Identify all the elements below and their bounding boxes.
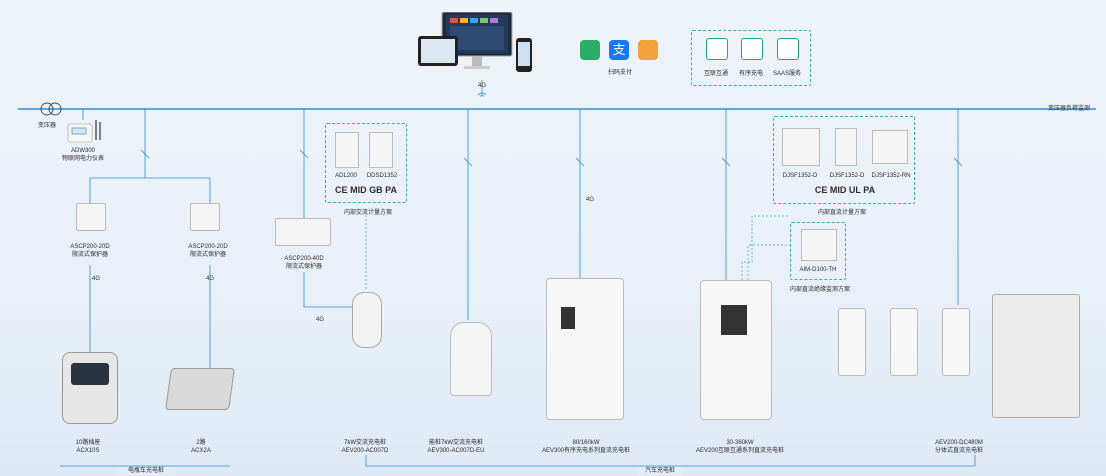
acx2a-device xyxy=(165,368,235,410)
features-box xyxy=(691,30,811,86)
unionpay-icon xyxy=(638,40,658,60)
ac-metering-box xyxy=(325,123,407,203)
insulation-box xyxy=(790,222,846,280)
charger-2-line2: ACX2A xyxy=(191,448,211,454)
pay-label: 扫码支付 xyxy=(607,70,632,76)
insulation-model: AIM-D100-TH xyxy=(799,267,837,273)
protector-1-net: 4G xyxy=(91,276,100,282)
dc-device-1: DJSF1352-D xyxy=(782,173,818,179)
split-dc-terminal-3 xyxy=(942,308,970,376)
charger-4-line1: 能桩7kW交流充电桩 xyxy=(428,440,483,446)
djsf1352-d-icon-2 xyxy=(835,128,857,166)
ac-cert-marks: CE MID GB PA xyxy=(335,185,397,195)
saas-icon xyxy=(777,38,799,60)
ac-device-1: ADL200 xyxy=(335,173,357,179)
charger-6-line2: AEV200互联互通系列直流充电桩 xyxy=(695,448,785,454)
ac-device-2: DDSD1352 xyxy=(366,173,398,179)
ac-charger-net: 4G xyxy=(315,317,324,323)
aev200-dc-device xyxy=(700,280,772,420)
charger-1-line2: ACX10S xyxy=(76,448,100,454)
charger-1-line1: 10路插座 xyxy=(75,440,101,446)
ordered-charging-icon xyxy=(741,38,763,60)
dc-metering-box xyxy=(773,116,915,204)
ebike-group-label: 电瓶车充电桩 xyxy=(116,467,176,475)
aev200-ac007d-device xyxy=(352,292,382,348)
alipay-icon: 支 xyxy=(609,40,629,60)
platform-net-label: 4G xyxy=(477,83,486,89)
charger-2-line1: 2路 xyxy=(196,440,206,446)
charger-3-line2: AEV200-AC007D xyxy=(341,448,389,454)
car-group-label: 汽车充电桩 xyxy=(638,467,682,475)
protector-2-desc: 限流式保护器 xyxy=(189,252,226,258)
dc-device-3: DJSF1352-RN xyxy=(871,173,911,179)
platform-screens-icon xyxy=(416,12,536,78)
dc-charger-net: 4G xyxy=(585,197,594,203)
split-dc-cabinet xyxy=(992,294,1080,418)
charger-4-line2: AEV300-AC007D-EU xyxy=(427,448,485,454)
adl200-icon xyxy=(335,132,359,168)
djsf1352-rn-icon xyxy=(872,130,908,164)
acx10s-device xyxy=(62,352,118,424)
feature-label-1: 互联互通 xyxy=(703,71,728,77)
ddsd1352-icon xyxy=(369,132,393,168)
interconnect-icon xyxy=(706,38,728,60)
charger-7-line1: AEV200-DC480M xyxy=(935,440,983,446)
djsf1352-d-icon-1 xyxy=(782,128,820,166)
wechat-pay-icon xyxy=(580,40,600,60)
meter-model: ADW300 xyxy=(70,148,95,154)
charger-6-line1: 30-360kW xyxy=(726,440,754,446)
protector-3-icon xyxy=(275,218,331,246)
charger-7-line2: 分体式直流充电桩 xyxy=(934,448,983,454)
protector-1-desc: 限流式保护器 xyxy=(71,252,108,258)
ac-metering-caption: 内部交流计量方案 xyxy=(343,210,392,216)
protector-1-model: ASCP200-20D xyxy=(70,244,110,250)
insulation-caption: 内部直流绝缘监测方案 xyxy=(789,287,850,293)
protector-1-icon xyxy=(76,203,106,231)
aev300-dc-device xyxy=(546,278,624,420)
meter-desc: 物联网电力仪表 xyxy=(61,156,104,162)
protector-3-desc: 限流式保护器 xyxy=(285,264,322,270)
aev300-ac007d-eu-device xyxy=(450,322,492,396)
charger-5-line1: 80/160kW xyxy=(572,440,600,446)
protector-2-model: ASCP200-20D xyxy=(188,244,228,250)
feature-label-3: SAAS服务 xyxy=(772,71,801,77)
split-dc-terminal-1 xyxy=(838,308,866,376)
dc-metering-caption: 内部直流计量方案 xyxy=(817,210,866,216)
aim-d100-icon xyxy=(801,229,837,261)
feature-label-2: 有序充电 xyxy=(738,71,763,77)
protector-2-icon xyxy=(190,203,220,231)
charger-3-line1: 7kW交流充电桩 xyxy=(343,440,386,446)
protector-2-net: 4G xyxy=(205,276,214,282)
split-dc-terminal-2 xyxy=(890,308,918,376)
dc-device-2: DJSF1352-D xyxy=(829,173,865,179)
bus-right-label: 变压器负荷监测 xyxy=(1047,106,1090,112)
charger-5-line2: AEV300有序充电系列直流充电桩 xyxy=(541,448,631,454)
transformer-icon xyxy=(36,100,66,118)
adw300-meter-icon xyxy=(66,118,102,144)
transformer-label: 变压器 xyxy=(38,123,57,129)
dc-cert-marks: CE MID UL PA xyxy=(814,185,876,195)
protector-3-model: ASCP200-40D xyxy=(284,256,324,262)
